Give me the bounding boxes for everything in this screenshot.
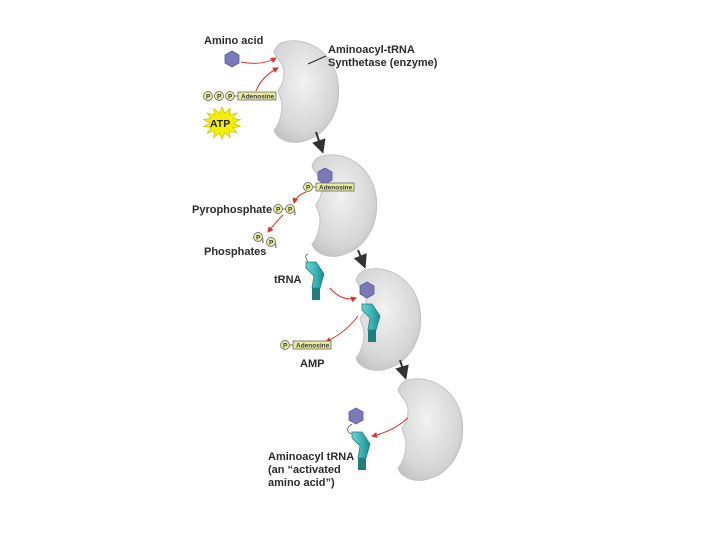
arrow-release-pyrophosphate (292, 191, 307, 204)
amino-acid-hexagon-icon (224, 50, 240, 68)
pyro-phosphate-chip-1-text: P (276, 207, 281, 214)
pyrophosphate-label: Pyrophosphate (192, 204, 272, 216)
adenosine-chip-3-text: Adenosine (296, 342, 330, 349)
free-phosphate-chip-1 (253, 232, 263, 242)
pyro-phosphate-chip-2 (285, 204, 295, 214)
trna-icon-product (351, 431, 371, 470)
phosphates-label: Phosphates (204, 246, 266, 258)
phosphate-chip-1 (203, 91, 213, 101)
phosphate-chip-1-text: P (206, 94, 211, 101)
arrow-release-amp (325, 315, 359, 343)
arrow-split-phosphates (267, 214, 284, 233)
free-phosphate-chip-2 (266, 237, 276, 247)
enzyme-label-line2: Synthetase (enzyme) (328, 57, 438, 69)
arrow-amino-to-enzyme (240, 57, 277, 64)
adenosine-chip-2 (315, 182, 355, 192)
adenosine-chip-1 (237, 91, 277, 101)
step-4: Aminoacyl tRNA (an “activated amino acid… (268, 378, 464, 489)
product-label-line3: amino acid”) (268, 477, 335, 489)
product-label-line1: Aminoacyl tRNA (268, 451, 354, 463)
product-amino-acid-hexagon-icon (348, 407, 364, 425)
product-label-line2: (an “activated (268, 464, 341, 476)
step-arrow-2 (353, 249, 367, 269)
arrow-product-release (371, 417, 409, 438)
step3-amino-acid-hexagon-icon (359, 281, 375, 299)
adenosine-chip-1-text: Adenosine (241, 93, 275, 100)
step-1: Amino acid Aminoacyl-tRNA Synthetase (en… (202, 35, 438, 143)
amp-label: AMP (300, 358, 324, 370)
pyro-phosphate-chip-2-text: P (288, 207, 293, 214)
enzyme-4 (397, 378, 464, 481)
enzyme-leader-line (307, 55, 327, 65)
phos-subscript-i-1: i (262, 238, 264, 245)
phos-subscript-i-2: i (275, 243, 277, 250)
phosphate-chip-2-text: P (217, 94, 222, 101)
trna-icon-free (305, 253, 325, 300)
atp-molecule: P P P Adenosine (203, 91, 277, 101)
adenosine-chip-2-text: Adenosine (319, 184, 353, 191)
free-phosphate-chip-1-text: P (256, 235, 261, 242)
atp-starburst-icon: ATP (202, 106, 242, 140)
arrow-trna-to-enzyme (329, 287, 357, 303)
trna-label: tRNA (274, 274, 302, 286)
enzyme-label-line1: Aminoacyl-tRNA (328, 44, 415, 56)
bound-amino-acid-hexagon-icon (317, 167, 333, 185)
step-arrow-1 (312, 131, 326, 154)
step-2: P Adenosine Pyrophosphate P P i P i P i … (192, 154, 378, 258)
amino-acid-label: Amino acid (204, 35, 263, 47)
free-phosphate-chip-2-text: P (269, 240, 274, 247)
pyro-subscript-i: i (294, 210, 296, 217)
adenosine-chip-3 (292, 340, 332, 350)
arrow-atp-to-enzyme (255, 67, 279, 92)
phosphate-chip-2 (214, 91, 224, 101)
amp-phosphate-chip-text: P (283, 343, 288, 350)
bound-phosphate-chip-text: P (306, 185, 311, 192)
phosphate-chip-3-text: P (228, 94, 233, 101)
atp-label: ATP (210, 118, 230, 130)
trna-icon-bound (361, 303, 381, 342)
step-arrow-3 (395, 359, 409, 380)
step-3: tRNA P Adenosine AMP (274, 253, 422, 371)
